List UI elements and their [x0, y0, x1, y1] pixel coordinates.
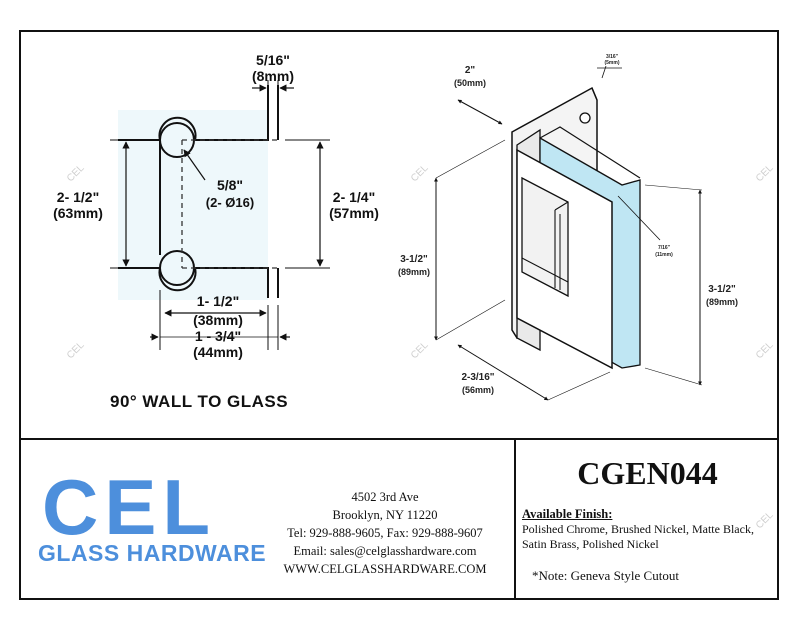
- dim-left-height: 2- 1/2": [57, 189, 99, 205]
- dim-top-width-mm: (8mm): [252, 68, 294, 84]
- dim-depth-mm: (50mm): [454, 78, 486, 88]
- brand-logo: CEL: [42, 463, 216, 551]
- contact-phone: Tel: 929-888-9605, Fax: 929-888-9607: [287, 526, 483, 540]
- contact-info: 4502 3rd Ave Brooklyn, NY 11220 Tel: 929…: [262, 488, 508, 578]
- geneva-hole-bottom: [159, 250, 195, 286]
- contact-city: Brooklyn, NY 11220: [332, 508, 438, 522]
- dim-gap-mm: (5mm): [604, 60, 619, 66]
- dim-hole-sub: (2- Ø16): [206, 195, 254, 210]
- dim-height-right: 3-1/2": [708, 284, 736, 295]
- finish-list: Polished Chrome, Brushed Nickel, Matte B…: [522, 522, 754, 551]
- dim-right-height-mm: (57mm): [329, 205, 379, 221]
- title-block-divider: [19, 438, 779, 440]
- contact-website: WWW.CELGLASSHARDWARE.COM: [283, 562, 487, 576]
- dim-height-left: 3-1/2": [400, 254, 428, 265]
- hinge-knuckle: [521, 176, 569, 298]
- mount-hole: [579, 112, 591, 124]
- dim-bottom-inner-mm: (38mm): [193, 312, 243, 328]
- dim-hole: 5/8": [217, 177, 243, 193]
- hinge-drawing: 2" (50mm) 3/16" (5mm) 7/16" (11mm) 3-1/2…: [398, 54, 738, 401]
- dim-bottom-outer: 1 - 3/4": [195, 328, 241, 344]
- drawing-sheet: [19, 30, 779, 600]
- dim-left-height-mm: (63mm): [53, 205, 103, 221]
- dim-bottom-inner: 1- 1/2": [197, 293, 239, 309]
- finish-label: Available Finish:: [522, 507, 613, 521]
- dim-glass-mm: (11mm): [655, 252, 673, 258]
- cutout-drawing: 5/16" (8mm) 5/8" (2- Ø16) 2- 1/2" (63mm)…: [53, 52, 379, 360]
- dim-right-height: 2- 1/4": [333, 189, 375, 205]
- title-block-column-divider: [514, 439, 516, 600]
- dim-height-right-mm: (89mm): [706, 297, 738, 307]
- contact-street: 4502 3rd Ave: [351, 490, 419, 504]
- dim-glass: 7/16": [658, 245, 671, 251]
- brand-logo-subtitle: GLASS HARDWARE: [38, 540, 267, 566]
- model-number: CGEN044: [577, 455, 718, 491]
- style-note: *Note: Geneva Style Cutout: [532, 568, 679, 583]
- dim-width-mm: (56mm): [462, 385, 494, 395]
- dim-bottom-outer-mm: (44mm): [193, 344, 243, 360]
- dim-width: 2-3/16": [461, 372, 494, 383]
- geneva-hole-top: [159, 122, 195, 158]
- dim-height-left-mm: (89mm): [398, 267, 430, 277]
- cutout-bottom-edge: [118, 267, 279, 298]
- dim-top-width: 5/16": [256, 52, 290, 68]
- dim-depth: 2": [465, 65, 476, 76]
- drawing-caption: 90° WALL TO GLASS: [110, 392, 289, 411]
- dim-gap: 3/16": [606, 54, 619, 60]
- contact-email: Email: sales@celglasshardware.com: [293, 544, 477, 558]
